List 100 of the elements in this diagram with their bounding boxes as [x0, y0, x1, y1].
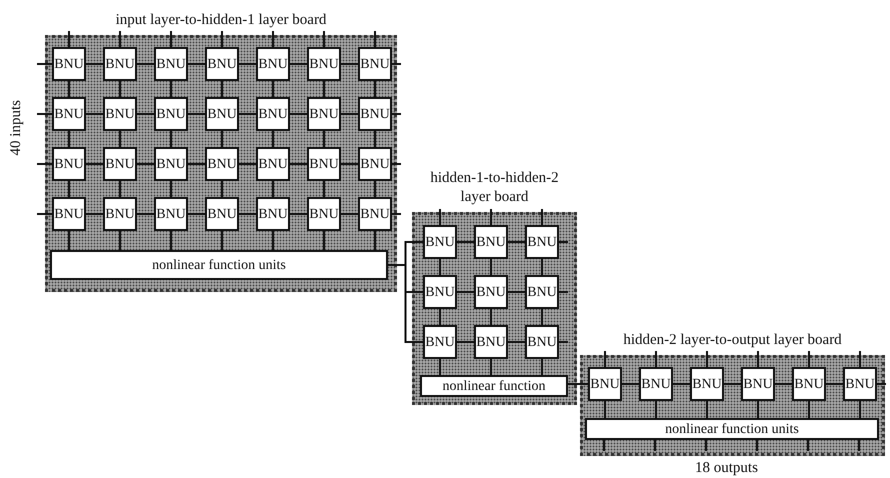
unit-box: BNU	[358, 47, 392, 81]
unit-box: BNU	[52, 97, 86, 131]
wire	[272, 81, 274, 97]
unit-box: BNU	[639, 367, 673, 401]
wire	[323, 131, 325, 147]
wire	[439, 259, 441, 275]
wire	[724, 383, 741, 385]
unit-box: BNU	[52, 47, 86, 81]
wire	[877, 383, 886, 385]
board-title: hidden-1-to-hidden-2 layer board	[429, 169, 560, 207]
unit-box: BNU	[307, 197, 341, 231]
unit-box: BNU	[256, 47, 290, 81]
unit-box: BNU	[358, 97, 392, 131]
unit-box: BNU	[205, 147, 239, 181]
wire	[323, 231, 325, 250]
wire	[137, 113, 154, 115]
wire	[37, 113, 52, 115]
wire	[655, 351, 657, 367]
wire	[119, 131, 121, 147]
wire	[603, 440, 605, 451]
wire	[119, 181, 121, 197]
wire	[859, 401, 861, 418]
wire	[541, 259, 543, 275]
wire	[188, 63, 205, 65]
unit-box: BNU	[358, 197, 392, 231]
wire	[622, 383, 639, 385]
wire	[807, 440, 809, 451]
unit-box: BNU	[474, 225, 508, 259]
wire	[341, 113, 358, 115]
function-unit-bar: nonlinear function units	[585, 418, 879, 440]
wire	[775, 383, 792, 385]
wire	[221, 31, 223, 47]
wire	[604, 401, 606, 418]
wire	[757, 401, 759, 418]
wire	[239, 213, 256, 215]
wire	[188, 163, 205, 165]
wire	[119, 31, 121, 47]
unit-box: BNU	[205, 47, 239, 81]
wire	[119, 81, 121, 97]
wire	[808, 401, 810, 418]
function-unit-bar: nonlinear function units	[50, 250, 388, 280]
unit-box: BNU	[474, 325, 508, 359]
unit-box: BNU	[256, 97, 290, 131]
wire	[221, 81, 223, 97]
wire	[439, 209, 441, 225]
unit-box: BNU	[792, 367, 826, 401]
wire	[221, 131, 223, 147]
input-count-label: 40 inputs	[8, 100, 24, 156]
output-count-label: 18 outputs	[695, 460, 758, 476]
wire	[170, 231, 172, 250]
wire	[374, 181, 376, 197]
wire	[858, 440, 860, 451]
unit-box: BNU	[307, 97, 341, 131]
wire	[239, 113, 256, 115]
wire	[290, 163, 307, 165]
wire	[439, 359, 441, 375]
wire	[826, 383, 843, 385]
unit-box: BNU	[358, 147, 392, 181]
wire	[170, 31, 172, 47]
wire	[272, 231, 274, 250]
wire	[859, 351, 861, 367]
unit-box: BNU	[474, 275, 508, 309]
unit-box: BNU	[588, 367, 622, 401]
wire	[272, 31, 274, 47]
wire	[290, 113, 307, 115]
unit-box: BNU	[423, 325, 457, 359]
unit-box: BNU	[52, 147, 86, 181]
wire	[272, 181, 274, 197]
wire	[392, 163, 401, 165]
wire	[756, 440, 758, 451]
wire	[188, 113, 205, 115]
wire	[655, 401, 657, 418]
wire	[170, 131, 172, 147]
wire	[272, 131, 274, 147]
wire	[68, 231, 70, 250]
wire	[654, 440, 656, 451]
unit-box: BNU	[307, 147, 341, 181]
wire	[508, 291, 525, 293]
unit-box: BNU	[843, 367, 877, 401]
wire	[508, 341, 525, 343]
wire	[86, 113, 103, 115]
wire	[706, 401, 708, 418]
wire	[559, 341, 568, 343]
wire	[568, 383, 588, 385]
wire	[673, 383, 690, 385]
wire	[559, 241, 568, 243]
wire	[290, 213, 307, 215]
wire	[374, 131, 376, 147]
wire	[457, 241, 474, 243]
unit-box: BNU	[525, 275, 559, 309]
unit-box: BNU	[103, 47, 137, 81]
wire	[392, 113, 401, 115]
wire	[705, 440, 707, 451]
wire	[290, 63, 307, 65]
wire	[170, 181, 172, 197]
wire	[68, 131, 70, 147]
board-title: input layer-to-hidden-1 layer board	[114, 11, 328, 30]
wire	[221, 231, 223, 250]
wire	[457, 341, 474, 343]
wire	[86, 163, 103, 165]
